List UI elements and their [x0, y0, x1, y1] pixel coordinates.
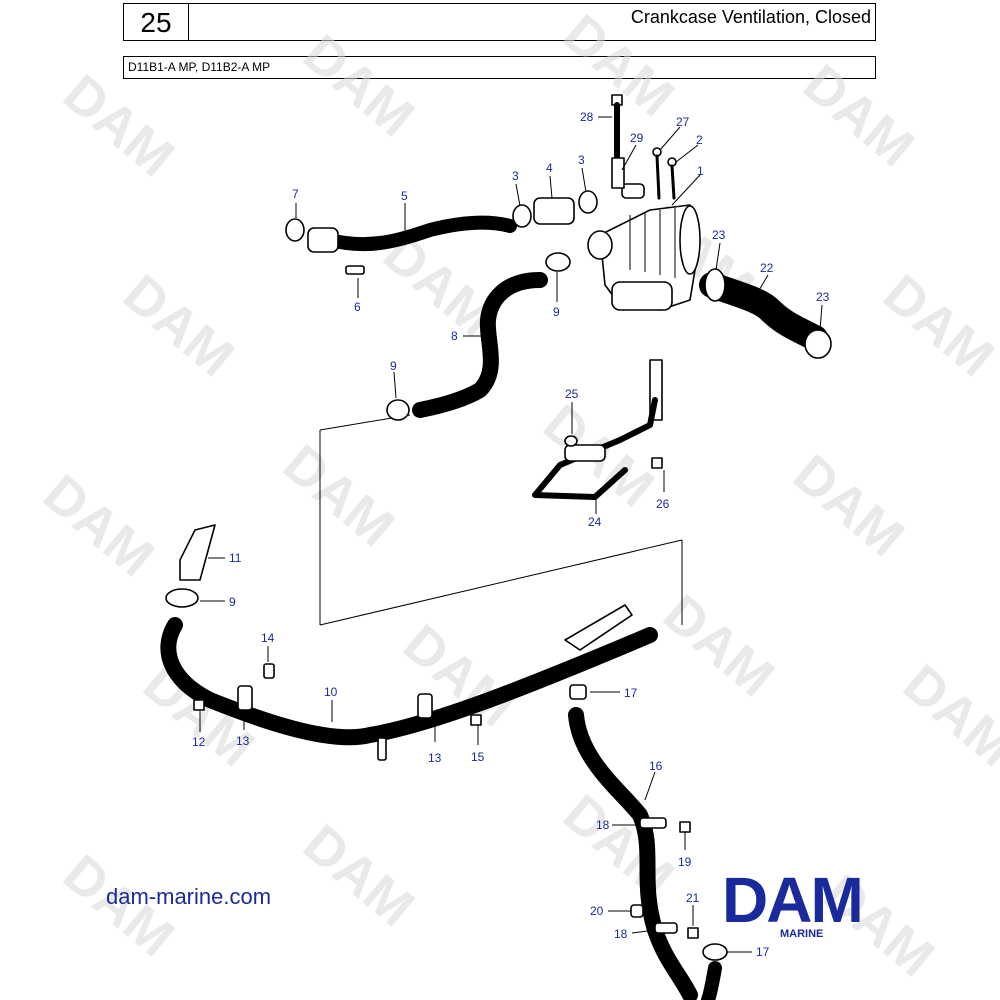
callout-20: 20: [590, 904, 604, 918]
watermark-text: DAM: [292, 23, 425, 148]
callout-18a: 18: [596, 818, 610, 832]
callout-12: 12: [192, 735, 206, 749]
callout-22: 22: [760, 261, 774, 275]
watermark-text: DAM: [892, 653, 1000, 778]
callout-3b: 3: [578, 153, 585, 167]
section-number-box: 25: [123, 3, 189, 41]
callout-2: 2: [696, 133, 703, 147]
watermark-text: DAM: [272, 433, 405, 558]
watermark-text: DAM: [292, 813, 425, 938]
watermark-text: DAM: [112, 263, 245, 388]
bolts-top: [611, 94, 677, 200]
page-title: Crankcase Ventilation, Closed: [630, 7, 871, 27]
hose-8: [386, 252, 571, 421]
title-box: Crankcase Ventilation, Closed: [188, 3, 876, 41]
callout-23b: 23: [816, 290, 830, 304]
callout-25: 25: [565, 387, 579, 401]
watermark-text: DAM: [782, 443, 915, 568]
bracket-24: [532, 397, 663, 500]
pipe-10: [160, 604, 658, 761]
callout-29: 29: [630, 131, 644, 145]
watermark-text: DAM: [32, 463, 165, 588]
callout-5: 5: [401, 189, 408, 203]
callout-27: 27: [676, 115, 690, 129]
callout-8: 8: [451, 329, 458, 343]
callout-9c: 9: [229, 595, 236, 609]
callout-26: 26: [656, 497, 670, 511]
hose-22: [699, 268, 832, 359]
callout-10: 10: [324, 685, 338, 699]
website-link[interactable]: dam-marine.com: [106, 884, 272, 909]
callout-17b: 17: [756, 945, 770, 959]
callout-15: 15: [471, 750, 485, 764]
clamps-3-sleeve-4: [512, 190, 598, 228]
watermark-text: DAM: [652, 583, 785, 708]
callout-9a: 9: [553, 305, 560, 319]
callout-21: 21: [686, 891, 700, 905]
watermark-text: DAM: [872, 263, 1000, 388]
callout-1: 1: [697, 164, 704, 178]
dam-logo: DAM: [722, 864, 864, 936]
callout-28: 28: [580, 110, 594, 124]
callout-16: 16: [649, 759, 663, 773]
callout-6: 6: [354, 300, 361, 314]
model-box: D11B1-A MP, D11B2-A MP: [123, 56, 876, 79]
watermark-text: DAM: [52, 63, 185, 188]
model-list: D11B1-A MP, D11B2-A MP: [128, 60, 271, 74]
callout-17a: 17: [624, 686, 638, 700]
callout-4: 4: [546, 161, 553, 175]
hose-11: [165, 524, 216, 608]
callout-19: 19: [678, 855, 692, 869]
callout-7: 7: [292, 187, 299, 201]
callout-9b: 9: [390, 359, 397, 373]
logo-subtext: MARINE: [780, 928, 824, 940]
callout-11: 11: [229, 551, 242, 565]
callout-13a: 13: [236, 734, 250, 748]
callout-18b: 18: [614, 927, 628, 941]
hose-5: [285, 215, 517, 275]
oil-separator: [587, 183, 701, 421]
section-number: 25: [140, 7, 172, 38]
hose-16: [568, 684, 728, 1000]
callout-24: 24: [588, 515, 602, 529]
callout-3a: 3: [512, 169, 519, 183]
callout-14: 14: [261, 631, 275, 645]
watermark-text: DAM: [792, 53, 925, 178]
callout-23a: 23: [712, 228, 726, 242]
callout-13b: 13: [428, 751, 442, 765]
callouts: 28 29 27 2 1 3 4 3 5 7 6 8 9 9 23 22 23 …: [192, 110, 830, 959]
